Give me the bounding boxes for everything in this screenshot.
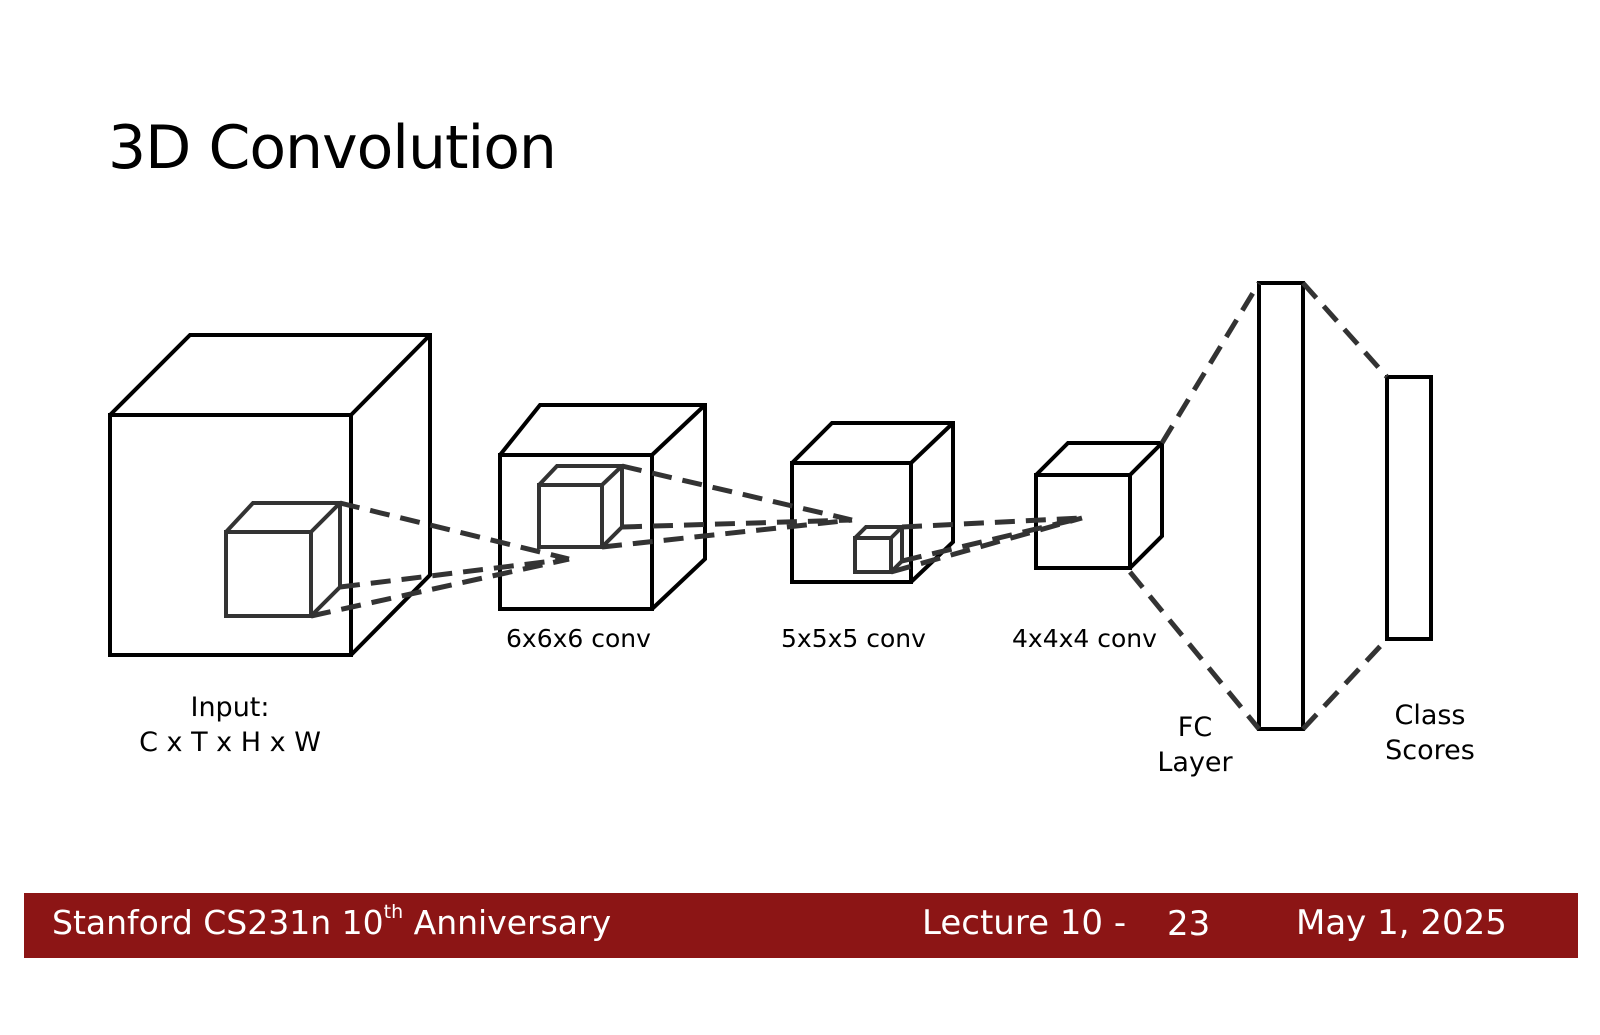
input-label-line1: Input: xyxy=(190,692,270,723)
fc-label-line2: Layer xyxy=(1157,747,1233,779)
conv1-kernel-cube xyxy=(537,464,624,549)
input-kernel-cube xyxy=(224,501,342,618)
conv2-kernel-cube xyxy=(853,525,904,574)
input-label: Input: C x T x H x W xyxy=(120,690,340,760)
conv3-cube xyxy=(1034,441,1164,570)
footer-course: Stanford CS231n 10th Anniversary xyxy=(52,901,612,942)
footer-page-number: 23 xyxy=(1167,904,1211,944)
conv1-cube xyxy=(498,403,707,611)
footer-bar: Stanford CS231n 10th Anniversary Lecture… xyxy=(24,893,1578,958)
input-to-conv1-projection xyxy=(310,500,570,619)
conv2-label: 5x5x5 conv xyxy=(781,624,926,653)
footer-lecture: Lecture 10 - xyxy=(922,903,1127,943)
fc-to-scores-projection xyxy=(1301,281,1389,731)
fc-label: FC Layer xyxy=(1135,710,1255,780)
footer-course-name: Stanford CS231n 10 xyxy=(52,903,384,942)
conv1-label: 6x6x6 conv xyxy=(506,624,651,653)
footer-date: May 1, 2025 xyxy=(1296,903,1507,943)
slide-title: 3D Convolution xyxy=(108,113,557,183)
footer-course-suffix: Anniversary xyxy=(403,903,612,942)
conv2-cube xyxy=(790,421,955,584)
conv3-label: 4x4x4 conv xyxy=(1012,624,1157,653)
conv2-to-conv3-projection xyxy=(890,515,1083,575)
cnn-diagram xyxy=(108,281,1433,731)
class-scores-bar xyxy=(1385,375,1433,641)
conv1-to-conv2-projection xyxy=(601,463,853,550)
input-label-line2: C x T x H x W xyxy=(139,727,321,759)
conv3-to-fc-projection xyxy=(1128,281,1262,731)
fc-label-line1: FC xyxy=(1177,712,1213,743)
input-cube xyxy=(108,333,432,657)
fc-layer-bar xyxy=(1257,281,1305,731)
class-scores-label-line2: Scores xyxy=(1385,735,1475,767)
class-scores-label-line1: Class xyxy=(1394,700,1466,731)
class-scores-label: Class Scores xyxy=(1360,698,1500,768)
footer-course-sup: th xyxy=(383,901,404,923)
